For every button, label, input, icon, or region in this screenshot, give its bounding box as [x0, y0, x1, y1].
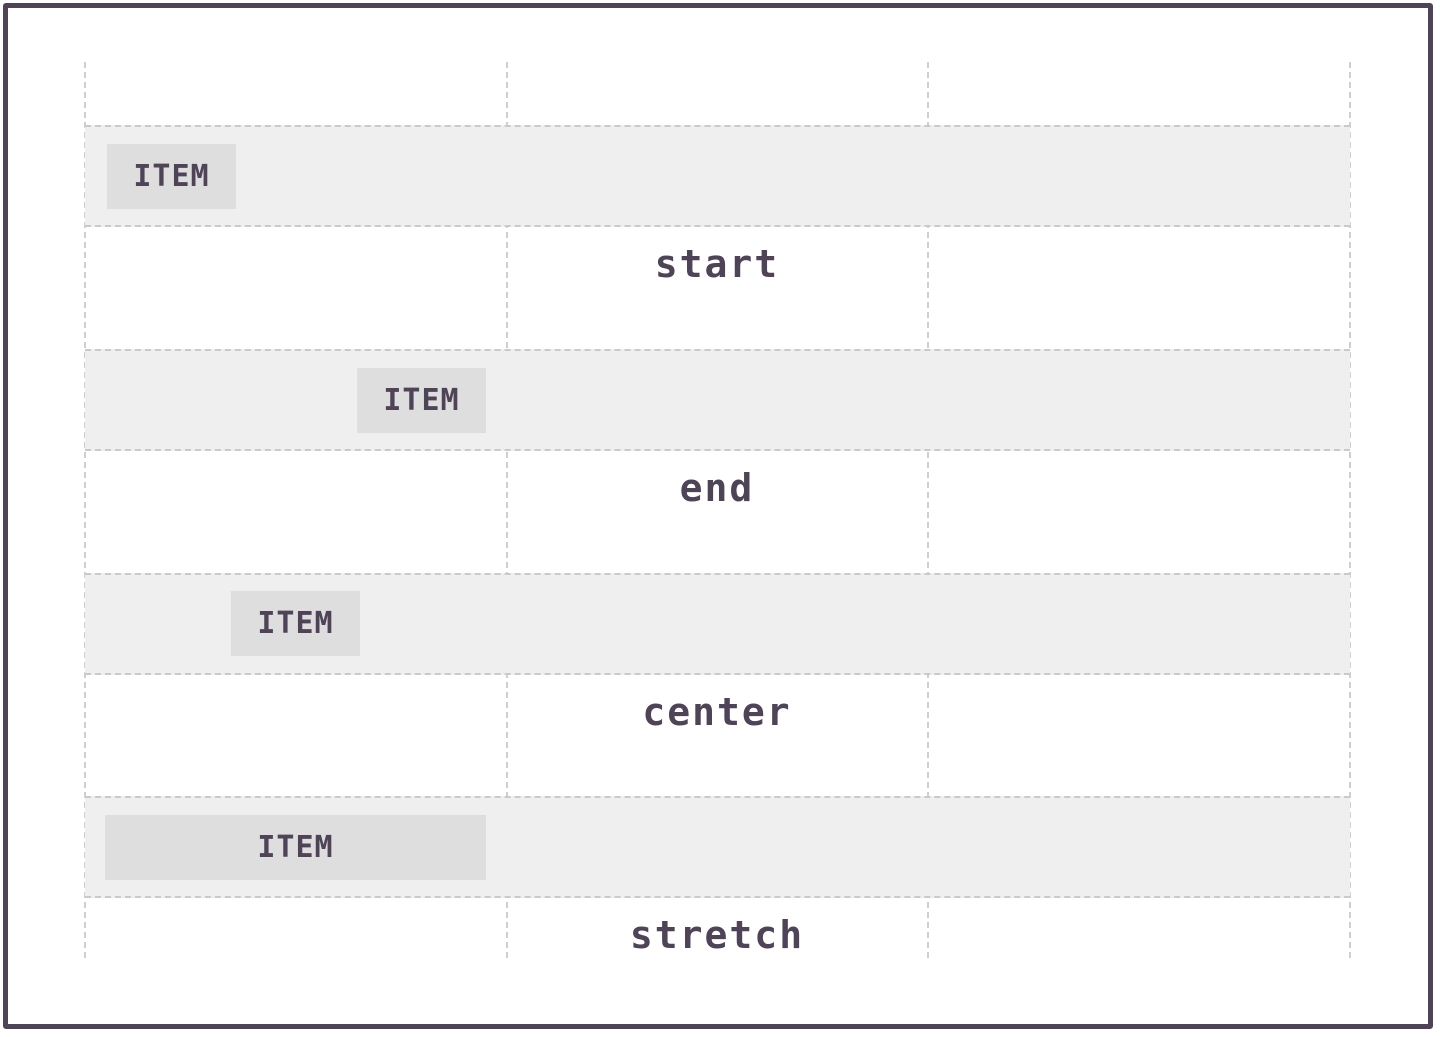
grid-row-end: [85, 349, 1350, 451]
row-caption-start: start: [654, 242, 780, 286]
row-caption-center: center: [642, 690, 792, 734]
row-caption-stretch: stretch: [629, 913, 805, 957]
grid-item-end: ITEM: [357, 368, 486, 433]
grid-item-stretch: ITEM: [105, 815, 486, 880]
grid-item-center: ITEM: [231, 591, 360, 656]
column-guide-2: [506, 62, 508, 958]
column-guide-4: [1349, 62, 1351, 958]
grid-row-start: [85, 125, 1350, 227]
column-guide-1: [84, 62, 86, 958]
grid-item-start: ITEM: [107, 144, 236, 209]
column-guide-3: [927, 62, 929, 958]
row-caption-end: end: [679, 466, 755, 510]
